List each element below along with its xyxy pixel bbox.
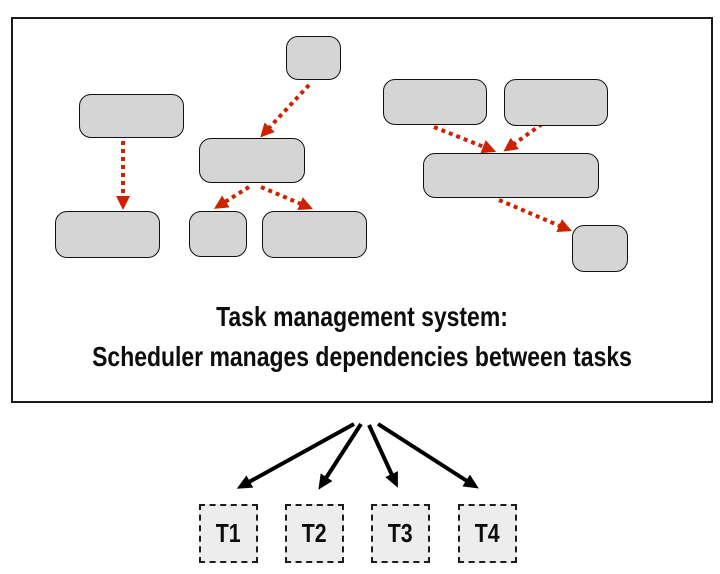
dispatch-arrow-t3 (367, 424, 398, 488)
panel-caption: Task management system: Scheduler manage… (74, 297, 650, 377)
dependency-arrow-5 (433, 125, 497, 154)
task-box-t4-label: T4 (475, 518, 500, 548)
task-node-f (262, 211, 367, 258)
task-box-t2-label: T2 (302, 518, 327, 548)
task-box-t4: T4 (458, 504, 517, 563)
task-box-t2: T2 (285, 504, 344, 563)
dependency-arrow-3 (213, 185, 251, 209)
task-box-t1-label: T1 (216, 518, 241, 548)
task-node-g (383, 79, 487, 125)
caption-line-2: Scheduler manages dependencies between t… (92, 341, 632, 372)
dispatch-arrow-t2 (318, 422, 363, 490)
task-node-i (423, 153, 599, 198)
task-node-h (504, 79, 608, 126)
task-node-e (189, 211, 247, 257)
dependency-arrow-2 (260, 83, 311, 138)
task-node-d (55, 211, 160, 258)
task-node-a (286, 36, 341, 80)
task-box-t3-label: T3 (388, 518, 413, 548)
dispatch-arrow-t1 (236, 422, 355, 489)
task-box-t1: T1 (199, 504, 258, 563)
task-node-c (199, 138, 305, 183)
task-node-b (79, 94, 184, 138)
dependency-arrow-4 (260, 185, 313, 211)
dependency-arrow-6 (503, 122, 544, 152)
task-node-j (572, 225, 628, 272)
dispatch-arrow-t4 (376, 422, 479, 489)
dependency-arrow-7 (498, 198, 572, 233)
task-box-t3: T3 (371, 504, 430, 563)
caption-line-1: Task management system: (216, 301, 508, 332)
